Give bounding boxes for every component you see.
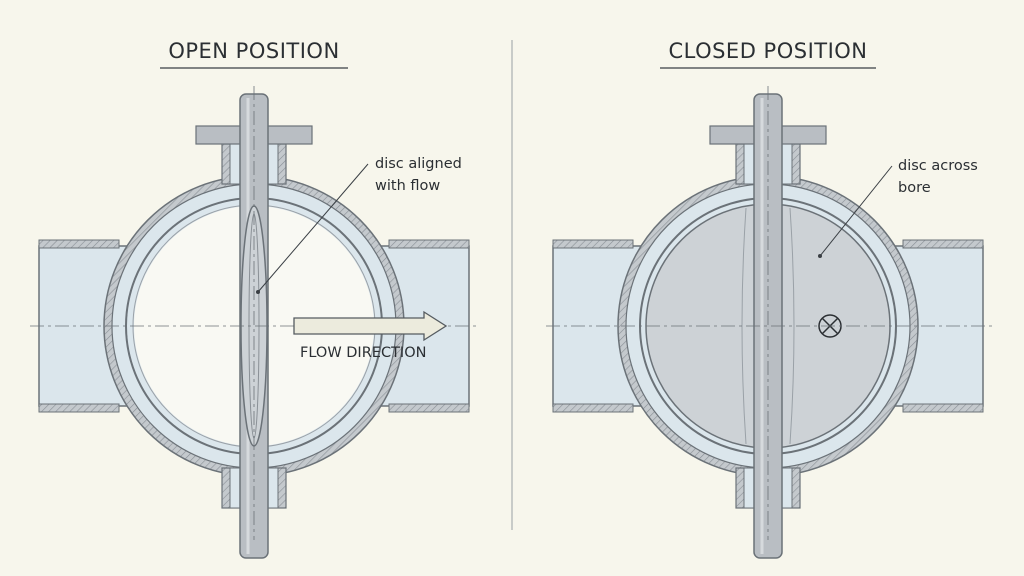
closed-annotation-line1: disc across — [898, 158, 978, 174]
closed-position-panel: CLOSED POSITION disc across bore — [546, 39, 992, 559]
closed-valve-body — [552, 93, 984, 559]
closed-position-title: CLOSED POSITION — [668, 39, 867, 63]
flow-direction-label: FLOW DIRECTION — [300, 345, 426, 361]
open-leader-line — [257, 163, 369, 293]
open-annotation-line1: disc aligned — [375, 156, 462, 172]
open-position-title: OPEN POSITION — [168, 39, 339, 63]
closed-leader-line — [819, 165, 893, 257]
closed-annotation-line2: bore — [898, 180, 931, 196]
open-position-panel: OPEN POSITION disc aligned with flow FLO… — [30, 39, 480, 559]
open-annotation-line2: with flow — [375, 178, 440, 194]
flow-arrow — [293, 310, 448, 342]
